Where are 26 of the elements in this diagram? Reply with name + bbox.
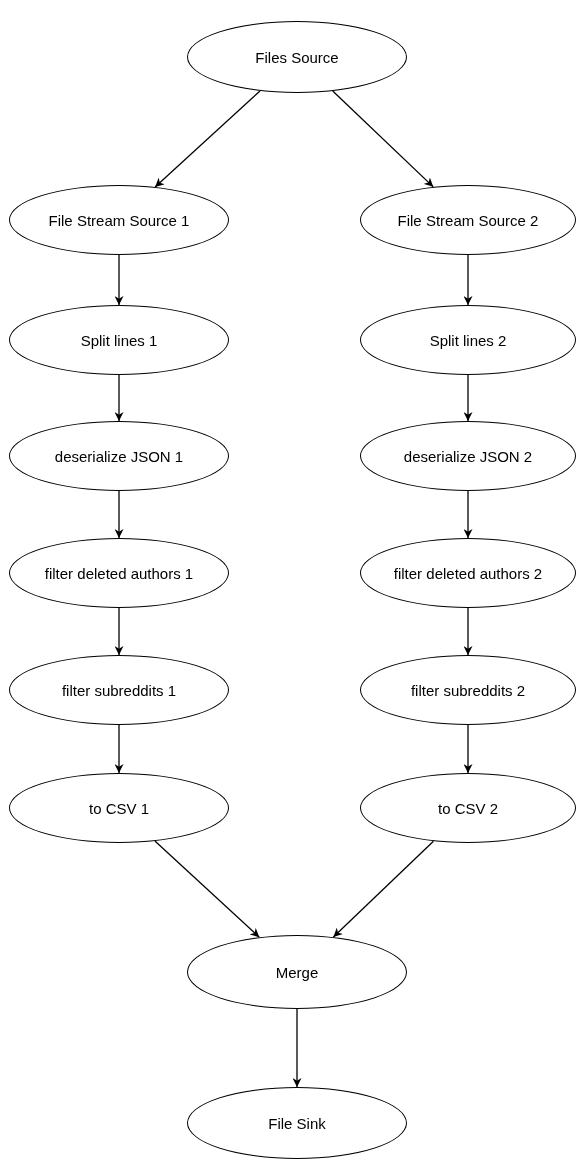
node-label: File Sink bbox=[268, 1114, 326, 1132]
node-label: to CSV 1 bbox=[89, 799, 149, 817]
arrow bbox=[114, 374, 124, 422]
node-label: deserialize JSON 2 bbox=[403, 447, 533, 465]
arrow bbox=[463, 607, 473, 656]
node-label: deserialize JSON 1 bbox=[54, 447, 184, 465]
node-label: Files Source bbox=[255, 48, 339, 66]
arrow bbox=[463, 374, 473, 422]
node-label: Split lines 1 bbox=[80, 331, 158, 349]
arrow bbox=[114, 607, 124, 656]
arrow bbox=[463, 254, 473, 306]
node-label: File Stream Source 1 bbox=[48, 211, 190, 229]
node-label: filter deleted authors 1 bbox=[44, 564, 194, 582]
node-label: Split lines 2 bbox=[429, 331, 507, 349]
arrow bbox=[463, 490, 473, 539]
node-label: filter subreddits 2 bbox=[410, 681, 526, 699]
node-label: File Stream Source 2 bbox=[397, 211, 539, 229]
node-label: filter subreddits 1 bbox=[61, 681, 177, 699]
node-label: filter deleted authors 2 bbox=[393, 564, 543, 582]
arrow bbox=[114, 724, 124, 774]
node-label: to CSV 2 bbox=[438, 799, 498, 817]
arrow bbox=[292, 1008, 302, 1088]
node-label: Merge bbox=[275, 963, 319, 981]
arrow bbox=[114, 490, 124, 539]
arrow bbox=[114, 254, 124, 306]
arrow bbox=[463, 724, 473, 774]
